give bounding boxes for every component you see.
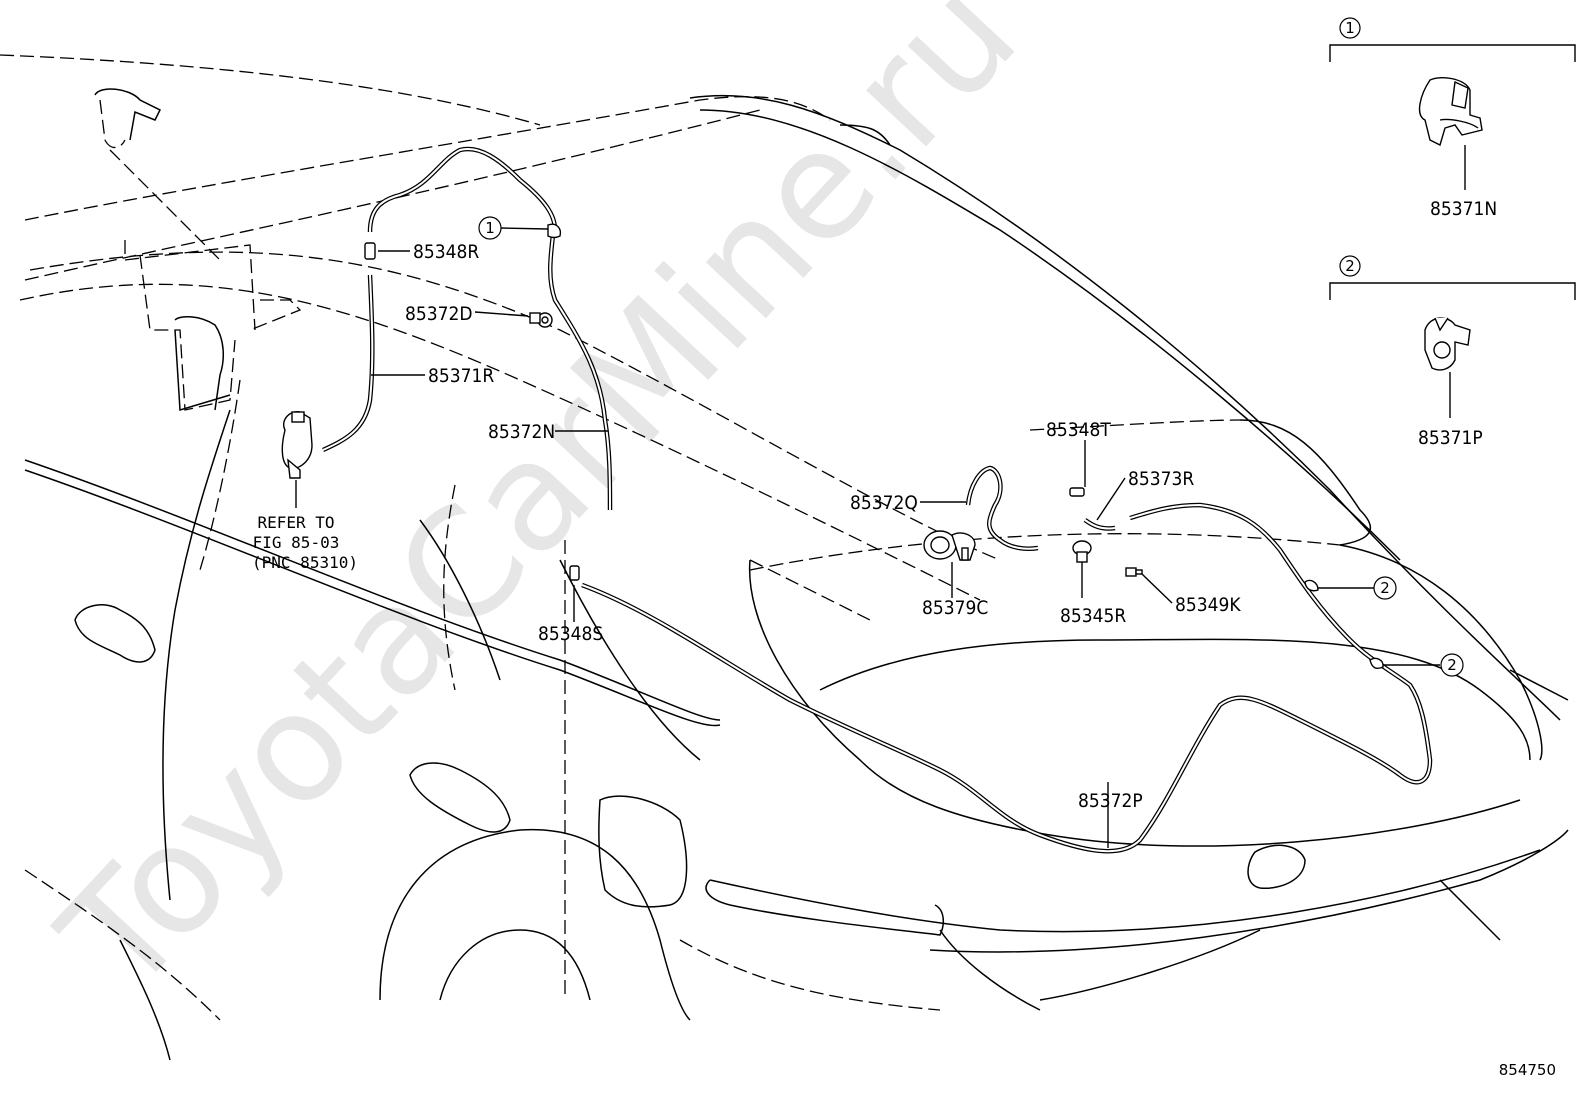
callout-markers: 1 2 1 2 2 [478, 17, 1464, 677]
refer-note: REFER TO FIG 85-03 (PNC 85310) [252, 513, 358, 572]
part-label-85372Q[interactable]: 85372Q [850, 492, 918, 514]
part-label-85345R[interactable]: 85345R [1060, 605, 1126, 627]
callout-number: 2 [1345, 257, 1355, 275]
part-number-labels: 85371N 85371P 85348R 85372D 85371R 85372… [405, 198, 1497, 812]
part-label-85373R[interactable]: 85373R [1128, 468, 1194, 490]
callout-1-hose: 1 [478, 216, 502, 240]
leader-lines [295, 44, 1576, 848]
callout-number: 1 [485, 219, 495, 237]
part-label-85379C[interactable]: 85379C [922, 597, 988, 619]
part-label-85348T[interactable]: 85348T [1046, 419, 1111, 441]
part-label-85372P[interactable]: 85372P [1078, 790, 1143, 812]
callout-number: 1 [1345, 19, 1355, 37]
refer-note-line1: REFER TO [257, 513, 334, 532]
part-label-85372N[interactable]: 85372N [488, 421, 555, 443]
callout-number: 2 [1380, 579, 1390, 597]
callout-2-lower: 2 [1440, 653, 1464, 677]
callout-1-top: 1 [1339, 17, 1361, 39]
part-label-85348R[interactable]: 85348R [413, 241, 479, 263]
vehicle-body-outline [0, 54, 1569, 1061]
part-label-85348S[interactable]: 85348S [538, 623, 603, 645]
parts-graphics [281, 77, 1483, 669]
part-label-85371N[interactable]: 85371N [1430, 198, 1497, 220]
figure-reference-number: 854750 [1499, 1061, 1556, 1079]
callout-2-upper: 2 [1373, 576, 1397, 600]
part-label-85372D[interactable]: 85372D [405, 303, 473, 325]
refer-note-line2: FIG 85-03 [253, 533, 340, 552]
callout-number: 2 [1447, 656, 1457, 674]
refer-note-line3: (PNC 85310) [252, 553, 358, 572]
part-label-85349K[interactable]: 85349K [1175, 594, 1241, 616]
washer-hoses [322, 146, 1433, 854]
callout-2-top: 2 [1339, 255, 1361, 277]
part-label-85371P[interactable]: 85371P [1418, 427, 1483, 449]
part-label-85371R[interactable]: 85371R [428, 365, 494, 387]
